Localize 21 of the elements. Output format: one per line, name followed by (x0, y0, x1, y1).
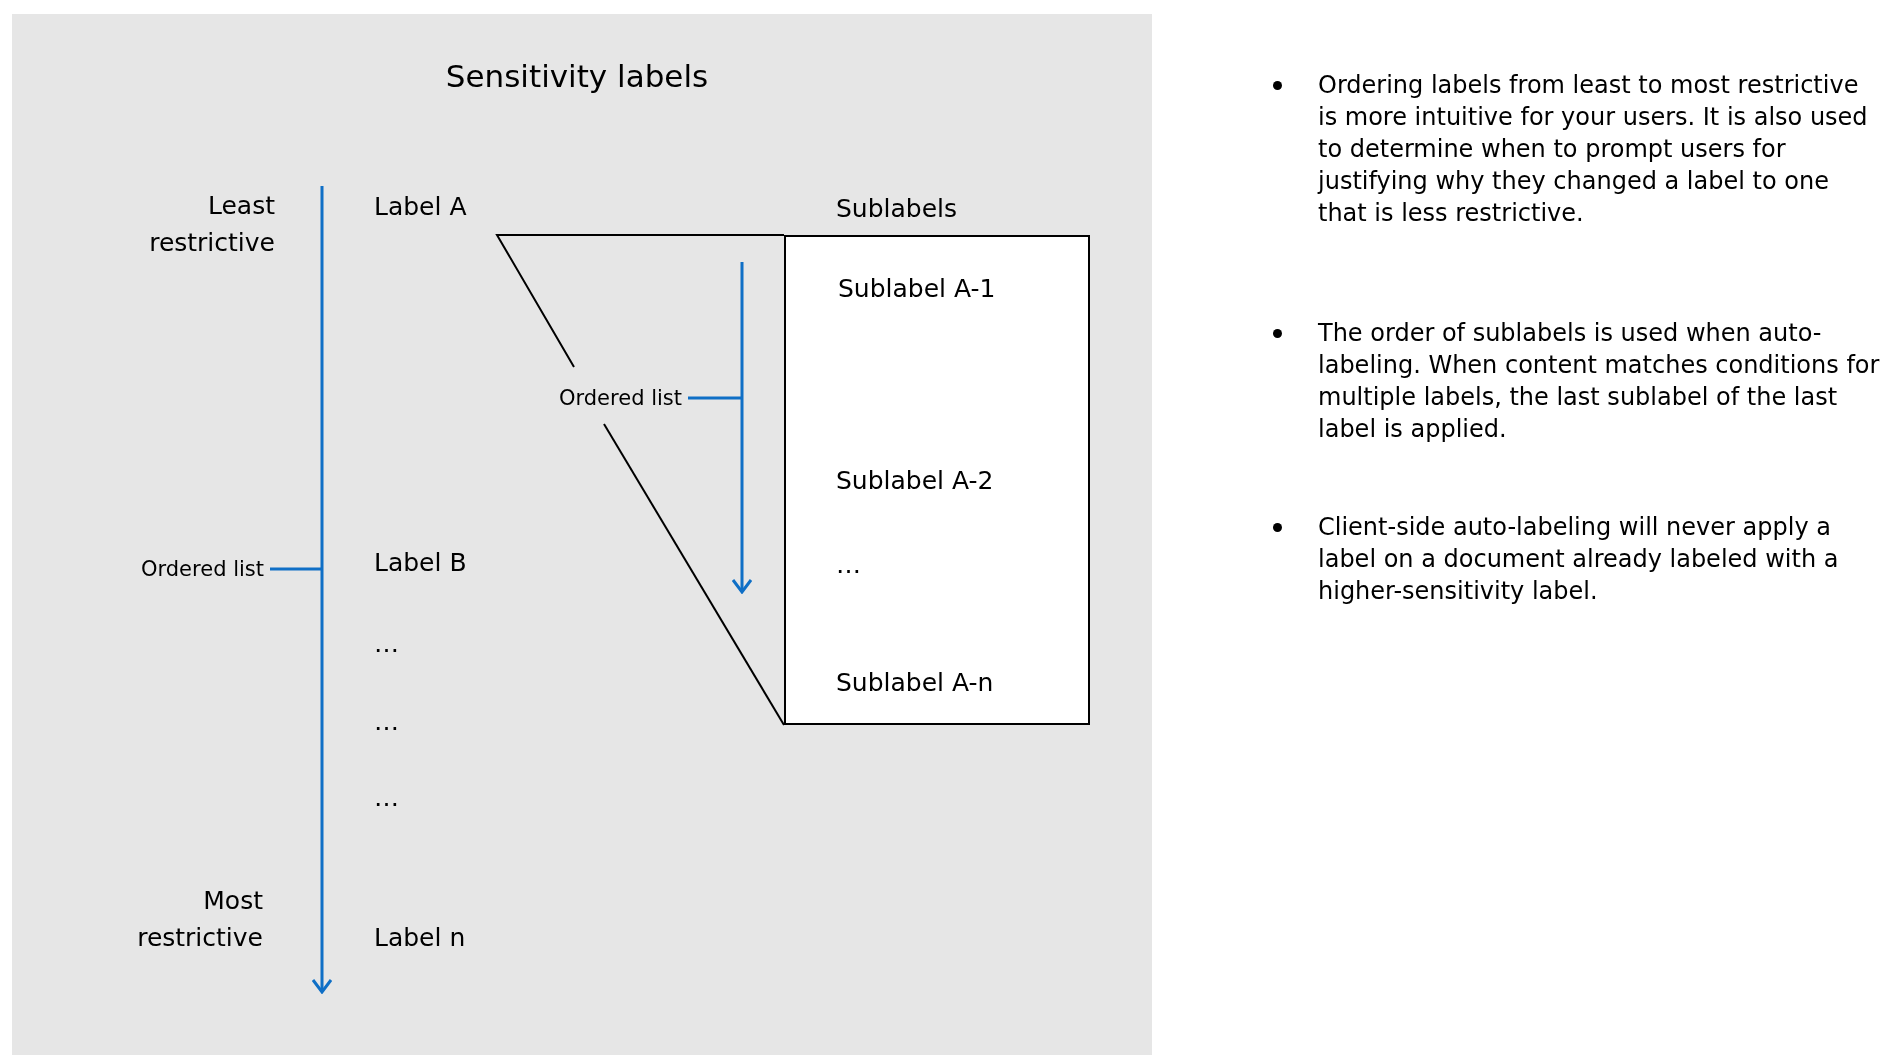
level-label: … (374, 628, 399, 660)
level-label: Label A (374, 191, 467, 223)
sublabel-text: Sublabel A-1 (838, 273, 996, 305)
leader-label: Ordered list (558, 385, 682, 412)
sublabel-text: Sublabel A-2 (836, 465, 994, 497)
level-label: Least restrictive (148, 190, 275, 259)
level-label: Label n (374, 922, 466, 954)
leader-line (270, 567, 322, 571)
sublabel-text: … (836, 549, 861, 581)
box-heading: Sublabels (836, 193, 958, 225)
leader-label: Ordered list (140, 556, 264, 583)
bullet-text: Client-side auto-labeling will never apply a label on a document already labeled with a higher-sensitivity label. (1318, 512, 1840, 607)
level-label: … (374, 706, 399, 738)
bullet-text: Ordering labels from least to most restrictive is more intuitive for your users. It is also used to determine when to prompt users for justifying why they changed a label to one that is less restrictive. (1318, 70, 1869, 229)
level-label: Most restrictive (136, 885, 263, 954)
leader-line (688, 396, 742, 400)
level-label: … (374, 782, 399, 814)
level-label: Label B (374, 547, 467, 579)
diagram-title: Sensitivity labels (445, 57, 709, 96)
bullet-text: The order of sublabels is used when auto-labeling. When content matches conditions for multiple labels, the last sublabel of the last label is applied. (1318, 318, 1880, 445)
sublabel-text: Sublabel A-n (836, 667, 994, 699)
